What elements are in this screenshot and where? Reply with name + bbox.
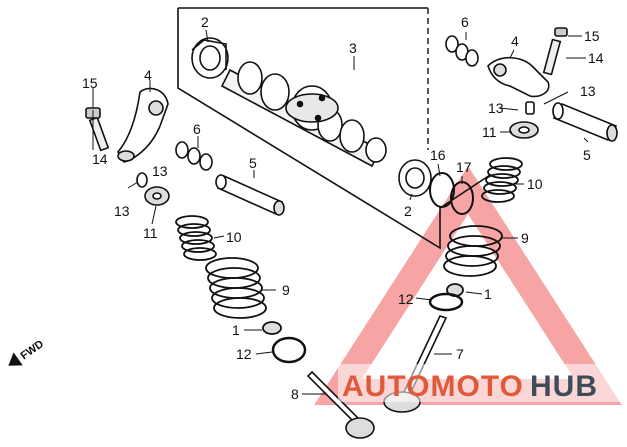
arrow-icon	[8, 352, 23, 366]
callout-5-right: 5	[583, 147, 591, 163]
callout-13-left-b: 13	[114, 203, 130, 219]
watermark-part2: HUB	[530, 370, 598, 403]
rocker-arm-left	[85, 87, 169, 163]
rocker-shaft-left	[215, 174, 285, 216]
rocker-shaft-right	[552, 102, 618, 142]
leader-lines	[92, 29, 589, 395]
fwd-label: FWD	[19, 338, 46, 362]
callout-2-mid: 2	[404, 203, 412, 219]
callout-11-right: 11	[482, 124, 497, 140]
callout-9-right: 9	[521, 230, 529, 246]
callout-2-top: 2	[201, 14, 209, 30]
callout-15-left: 15	[82, 75, 98, 91]
callout-10-right: 10	[527, 176, 543, 192]
callout-16: 16	[430, 147, 446, 163]
callout-7: 7	[456, 346, 464, 362]
callout-8: 8	[291, 386, 299, 402]
fwd-arrow: FWD	[8, 338, 46, 366]
camshaft-bracket-line	[177, 8, 491, 250]
callout-10-left: 10	[226, 229, 242, 245]
callout-14-left: 14	[92, 151, 108, 167]
roller-set-right	[445, 35, 479, 67]
camshaft-assembly	[177, 7, 491, 250]
callout-13-right-b: 13	[580, 83, 596, 99]
callout-6-left: 6	[193, 121, 201, 137]
callout-5-left: 5	[249, 155, 257, 171]
callout-15-right: 15	[584, 28, 600, 44]
callout-17: 17	[456, 159, 472, 175]
callout-1-right: 1	[484, 286, 492, 302]
callout-11-left: 11	[143, 225, 158, 241]
callout-1-left: 1	[232, 322, 240, 338]
callout-3: 3	[349, 40, 357, 56]
rocker-arm-right	[487, 27, 568, 98]
callout-4-left: 4	[144, 67, 152, 83]
callouts: 2 3 4 15 14 6 5 13 13 11 10 9 1 12 8 6 4…	[82, 14, 604, 402]
pin-and-washer-right	[509, 101, 539, 139]
watermark-text: AUTOMOTO HUB	[338, 364, 624, 403]
callout-14-right: 14	[588, 50, 604, 66]
callout-13-right: 13	[488, 100, 504, 116]
callout-6-right: 6	[461, 14, 469, 30]
roller-set-left	[175, 141, 213, 171]
watermark-part1: AUTOMOTO	[342, 370, 524, 403]
valve-seat-parts-right	[428, 283, 464, 312]
callout-12-right: 12	[398, 291, 414, 307]
valve-springs-left	[175, 215, 267, 319]
callout-9-left: 9	[282, 282, 290, 298]
watermark-triangle	[314, 165, 622, 405]
valve-seat-parts-left	[262, 321, 307, 364]
callout-4-right: 4	[511, 33, 519, 49]
valve-left	[306, 370, 375, 439]
valve-springs-right	[443, 157, 523, 277]
pin-and-washer-left	[136, 172, 170, 206]
callout-13-left: 13	[152, 163, 168, 179]
callout-12-left: 12	[236, 346, 252, 362]
